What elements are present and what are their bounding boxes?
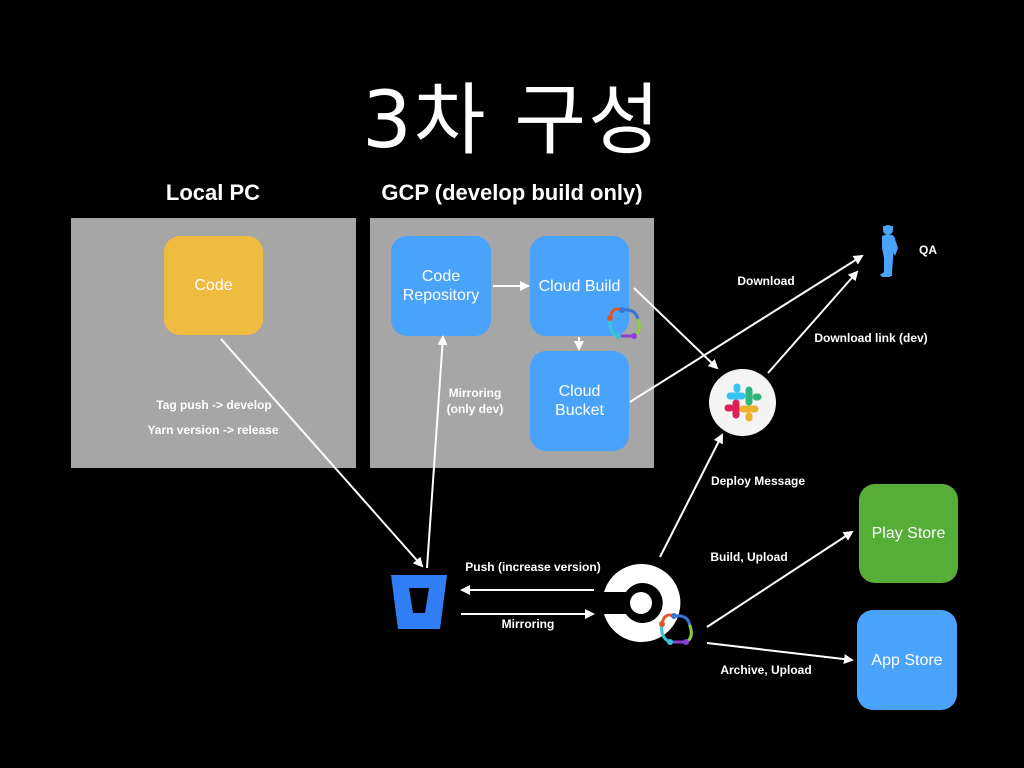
arrow-cloud-bucket-to-qa: [629, 254, 864, 403]
arrow-circleci-to-slack: [659, 433, 723, 558]
gcp-title: GCP (develop build only): [381, 180, 643, 205]
cloud-bucket-node: Cloud Bucket: [530, 351, 629, 451]
arrow-cloud-build-to-slack: [633, 287, 719, 370]
deploy-message-label: Deploy Message: [710, 474, 806, 488]
arrow-circleci-to-play-store: [706, 530, 854, 628]
app-store-node: App Store: [857, 610, 957, 710]
arrow-bitbucket-to-code-repository: [426, 335, 448, 569]
download-link-label: Download link (dev): [814, 331, 928, 345]
build-upload-label: Build, Upload: [710, 550, 788, 564]
fastlane-icon: [659, 613, 693, 645]
play-store-node: Play Store: [859, 484, 958, 583]
mirroring-only-dev-label: Mirroring (only dev): [446, 386, 504, 416]
person-icon: [880, 225, 898, 277]
archive-upload-label: Archive, Upload: [720, 663, 812, 677]
code-node: Code: [164, 236, 263, 335]
bitbucket-icon: [391, 575, 447, 629]
download-label: Download: [737, 274, 795, 288]
fastlane-icon: [607, 307, 641, 339]
code-repository-node: Code Repository: [391, 236, 491, 336]
local-pc-title: Local PC: [165, 180, 261, 205]
slack-icon: [709, 369, 776, 436]
tag-push-label: Tag push -> develop: [156, 398, 272, 412]
push-increase-version-label: Push (increase version): [465, 560, 601, 574]
arrow-slack-to-qa: [767, 270, 859, 374]
mirroring-label: Mirroring: [501, 617, 555, 631]
arrow-circleci-to-app-store: [706, 642, 854, 665]
yarn-version-label: Yarn version -> release: [147, 423, 279, 437]
qa-label: QA: [919, 243, 937, 257]
arrow-code-to-bitbucket: [220, 338, 424, 568]
slide-title: 3차 구성: [362, 76, 662, 166]
